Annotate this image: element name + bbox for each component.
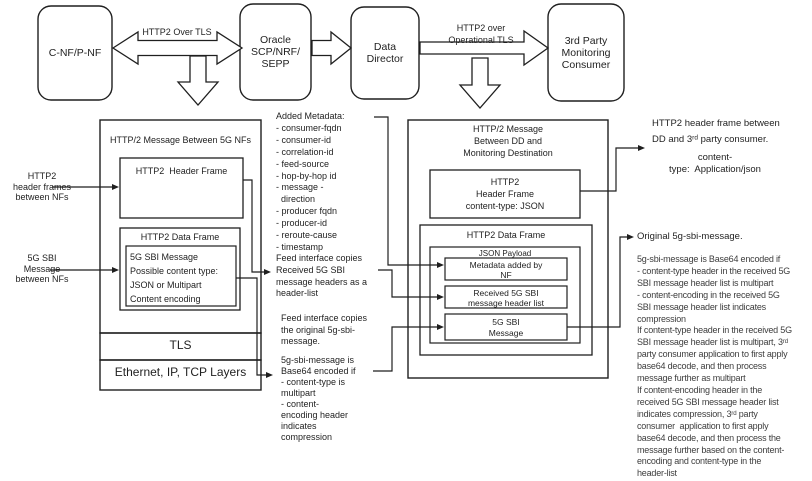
cnf-node-label: C-NF/P-NF <box>48 47 102 59</box>
ethernet-band-label: Ethernet, IP, TCP Layers <box>114 365 247 379</box>
right-header-frame-box <box>429 169 581 219</box>
json-payload-box <box>429 246 581 344</box>
flow-label-nf-oracle: HTTP2 Over TLS <box>142 27 212 37</box>
note-http2-header-frame-dd: HTTP2 header frame between DD and 3ʳᵈ pa… <box>652 118 780 145</box>
note-content-type-json: content- type: Application/json <box>669 152 761 175</box>
connector-sbibox-to-base64note <box>236 277 273 378</box>
connector-base64note-to-sbibox <box>373 324 444 372</box>
metadata-added-label: Metadata added by NF <box>469 260 543 280</box>
json-payload-label: JSON Payload <box>478 249 532 258</box>
received-header-list-box <box>444 285 568 309</box>
right-sbi-message-label: 5G SBI Message <box>488 317 524 338</box>
note-feed-copies-original: Feed interface copies the original 5g-sb… <box>281 313 368 346</box>
note-base64-conditions: 5g-sbi-message is Base64 encoded if - co… <box>281 355 356 442</box>
cnf-node-box <box>37 5 113 101</box>
right-header-frame-label: HTTP2 Header Frame content-type: JSON <box>465 177 545 211</box>
consumer-node-label: 3rd Party Monitoring Consumer <box>561 34 611 71</box>
right-stack-title: HTTP/2 Message Between DD and Monitoring… <box>463 124 553 158</box>
flow-label-dd-consumer: HTTP2 over Operational TLS <box>448 23 514 45</box>
note-feed-copies-headers: Feed interface copies Received 5G SBI me… <box>276 253 368 299</box>
connector-headerframe-to-feednote <box>243 179 271 275</box>
left-header-frame-label: HTTP2 Header Frame <box>135 166 228 176</box>
note-original-sbi-message: Original 5g-sbi-message. <box>637 231 743 242</box>
double-arrow-nf-oracle <box>111 30 244 66</box>
oracle-node-box <box>239 3 312 101</box>
left-stack-title: HTTP/2 Message Between 5G NFs <box>109 135 252 145</box>
connector-headerframe-to-ctnote <box>580 145 645 192</box>
note-added-metadata: Added Metadata: - consumer-fqdn - consum… <box>276 111 345 252</box>
left-sbi-message-box <box>125 245 237 307</box>
left-sbi-message-label: 5G SBI Message Possible content type: JS… <box>130 252 219 304</box>
note-header-frames-between-nfs: HTTP2 header frames between NFs <box>12 171 72 202</box>
right-stack-box <box>407 119 609 379</box>
data-director-node-box <box>350 6 420 100</box>
left-data-frame-box <box>119 227 241 311</box>
connector-metadata-note-to-box <box>374 116 444 268</box>
down-arrow-right <box>458 57 502 109</box>
note-base64-details: 5g-sbi-message is Base64 encoded if - co… <box>637 254 792 479</box>
connector-sbibox-to-originalnote <box>567 234 634 328</box>
received-header-list-label: Received 5G SBI message header list <box>467 288 545 308</box>
right-data-frame-box <box>419 224 593 356</box>
data-director-node-label: Data Director <box>366 41 404 65</box>
left-data-frame-label: HTTP2 Data Frame <box>140 232 220 242</box>
left-header-frame-box <box>119 157 244 219</box>
down-arrow-left <box>176 55 220 106</box>
arrow-dd-to-consumer <box>419 29 550 67</box>
tls-band-label: TLS <box>169 338 192 352</box>
right-data-frame-label: HTTP2 Data Frame <box>466 230 546 240</box>
metadata-added-box <box>444 257 568 281</box>
arrow-oracle-to-dd <box>311 30 353 66</box>
note-sbi-message-between-nfs: 5G SBI Message between NFs <box>15 253 69 284</box>
connector-feednote-to-receivedbox <box>378 269 444 300</box>
oracle-node-label: Oracle SCP/NRF/ SEPP <box>250 34 300 70</box>
consumer-node-box <box>547 3 625 102</box>
